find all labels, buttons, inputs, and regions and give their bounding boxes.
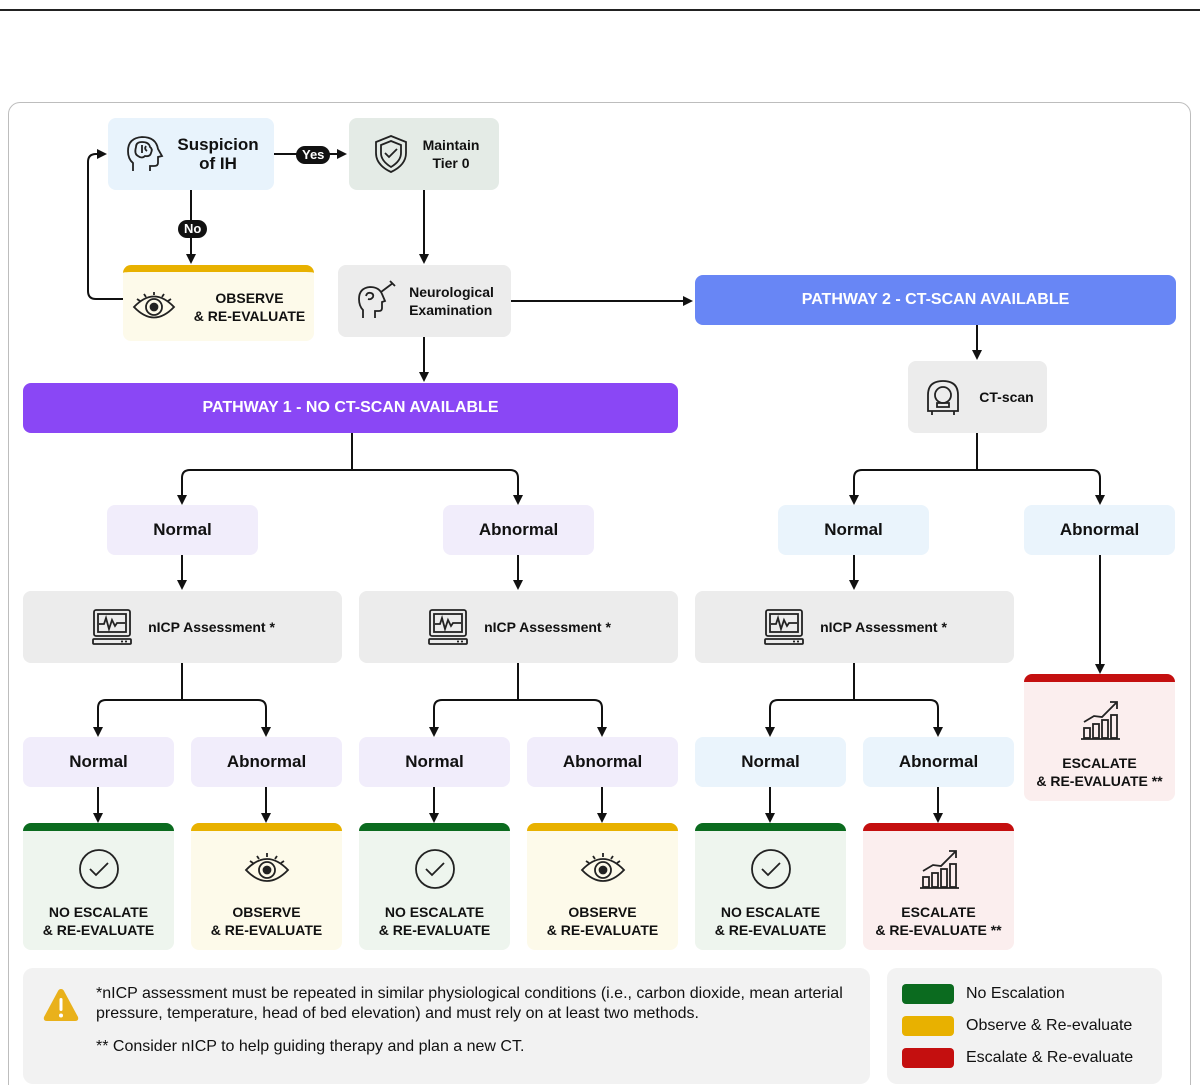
p2-abnormal-node: Abnormal (1024, 505, 1175, 555)
bar-chart-up-icon (1076, 696, 1124, 744)
p1n-sub-abnormal-node: Abnormal (191, 737, 342, 787)
top-divider (0, 9, 1200, 11)
eye-icon (243, 845, 291, 893)
note-consider-nicp: ** Consider nICP to help guiding therapy… (96, 1038, 525, 1055)
shield-check-icon (369, 132, 413, 176)
p1a-sub-abnormal-node: Abnormal (527, 737, 678, 787)
result-observe-2: OBSERVE & RE-EVALUATE (527, 823, 678, 950)
p1-abnormal-nicp-node: nICP Assessment * (359, 591, 678, 663)
pathway-1-header: PATHWAY 1 - NO CT-SCAN AVAILABLE (23, 383, 678, 433)
eye-icon (132, 285, 176, 329)
bar-chart-up-icon (915, 845, 963, 893)
legend-label: Escalate & Re-evaluate (966, 1049, 1134, 1066)
result-no-escalate-2: NO ESCALATE & RE-EVALUATE (359, 823, 510, 950)
ct-scanner-icon (921, 375, 965, 419)
note-nicp-repeat: *nICP assessment must be repeated in sim… (96, 985, 843, 1022)
result-no-escalate-3-label: NO ESCALATE & RE-EVALUATE (714, 904, 827, 938)
no-pill: No (178, 220, 208, 238)
p1-normal-nicp-node: nICP Assessment * (23, 591, 342, 663)
p2n-sub-abnormal-label: Abnormal (898, 752, 979, 771)
eye-icon (579, 845, 627, 893)
result-escalate-2-label: ESCALATE & RE-EVALUATE ** (1036, 755, 1163, 789)
check-circle-icon (411, 845, 459, 893)
monitor-waveform-icon (762, 605, 806, 649)
p2n-sub-normal-node: Normal (695, 737, 846, 787)
monitor-waveform-icon (90, 605, 134, 649)
p1n-sub-normal-label: Normal (69, 752, 128, 771)
diagram-frame (8, 102, 1191, 1085)
result-escalate-1: ESCALATE & RE-EVALUATE ** (863, 823, 1014, 950)
p2-normal-label: Normal (824, 520, 883, 539)
p1a-sub-normal-node: Normal (359, 737, 510, 787)
legend-item-escalate: Escalate & Re-evaluate (902, 1047, 1133, 1069)
check-circle-icon (747, 845, 795, 893)
suspicion-label: Suspicion of IH (177, 135, 259, 173)
ct-scan-label: CT-scan (979, 389, 1034, 405)
legend-item-no-escalation: No Escalation (902, 983, 1065, 1005)
p2-abnormal-label: Abnormal (1059, 520, 1140, 539)
p1-abnormal-nicp-label: nICP Assessment * (484, 619, 611, 635)
p1-normal-nicp-label: nICP Assessment * (148, 619, 275, 635)
pathway-2-header: PATHWAY 2 - CT-SCAN AVAILABLE (695, 275, 1176, 325)
monitor-waveform-icon (426, 605, 470, 649)
brain-head-icon (123, 132, 167, 176)
observe-label: OBSERVE & RE-EVALUATE (193, 289, 306, 324)
yes-pill: Yes (296, 146, 331, 164)
result-no-escalate-1: NO ESCALATE & RE-EVALUATE (23, 823, 174, 950)
legend-item-observe: Observe & Re-evaluate (902, 1015, 1132, 1037)
maintain-label: Maintain Tier 0 (422, 137, 480, 171)
legend-label: No Escalation (966, 985, 1065, 1002)
p1a-sub-normal-label: Normal (405, 752, 464, 771)
result-no-escalate-3: NO ESCALATE & RE-EVALUATE (695, 823, 846, 950)
check-circle-icon (75, 845, 123, 893)
warning-triangle-icon (42, 987, 80, 1023)
reflex-hammer-head-icon (355, 279, 399, 323)
p2n-sub-abnormal-node: Abnormal (863, 737, 1014, 787)
result-no-escalate-2-label: NO ESCALATE & RE-EVALUATE (378, 904, 491, 938)
p2n-sub-normal-label: Normal (741, 752, 800, 771)
p1a-sub-abnormal-label: Abnormal (562, 752, 643, 771)
p1n-sub-abnormal-label: Abnormal (226, 752, 307, 771)
notes-panel (23, 968, 870, 1084)
result-observe-1-label: OBSERVE & RE-EVALUATE (210, 904, 323, 938)
maintain-tier-0-node: Maintain Tier 0 (349, 118, 499, 190)
result-escalate-1-label: ESCALATE & RE-EVALUATE ** (875, 904, 1002, 938)
p2-normal-nicp-label: nICP Assessment * (820, 619, 947, 635)
p1-abnormal-node: Abnormal (443, 505, 594, 555)
observe-reevaluate-top-node: OBSERVE & RE-EVALUATE (123, 265, 314, 341)
neurological-examination-node: Neurological Examination (338, 265, 511, 337)
legend-label: Observe & Re-evaluate (966, 1017, 1133, 1034)
p1-abnormal-label: Abnormal (478, 520, 559, 539)
legend-swatch-yellow (902, 1016, 954, 1036)
ct-scan-node: CT-scan (908, 361, 1047, 433)
neuro-label: Neurological Examination (409, 284, 494, 318)
p1-normal-label: Normal (153, 520, 212, 539)
result-no-escalate-1-label: NO ESCALATE & RE-EVALUATE (42, 904, 155, 938)
p2-normal-nicp-node: nICP Assessment * (695, 591, 1014, 663)
legend-swatch-red (902, 1048, 954, 1068)
p1n-sub-normal-node: Normal (23, 737, 174, 787)
suspicion-of-ih-node: Suspicion of IH (108, 118, 274, 190)
legend-swatch-green (902, 984, 954, 1004)
result-observe-1: OBSERVE & RE-EVALUATE (191, 823, 342, 950)
result-observe-2-label: OBSERVE & RE-EVALUATE (546, 904, 659, 938)
p2-normal-node: Normal (778, 505, 929, 555)
p1-normal-node: Normal (107, 505, 258, 555)
result-escalate-2: ESCALATE & RE-EVALUATE ** (1024, 674, 1175, 801)
